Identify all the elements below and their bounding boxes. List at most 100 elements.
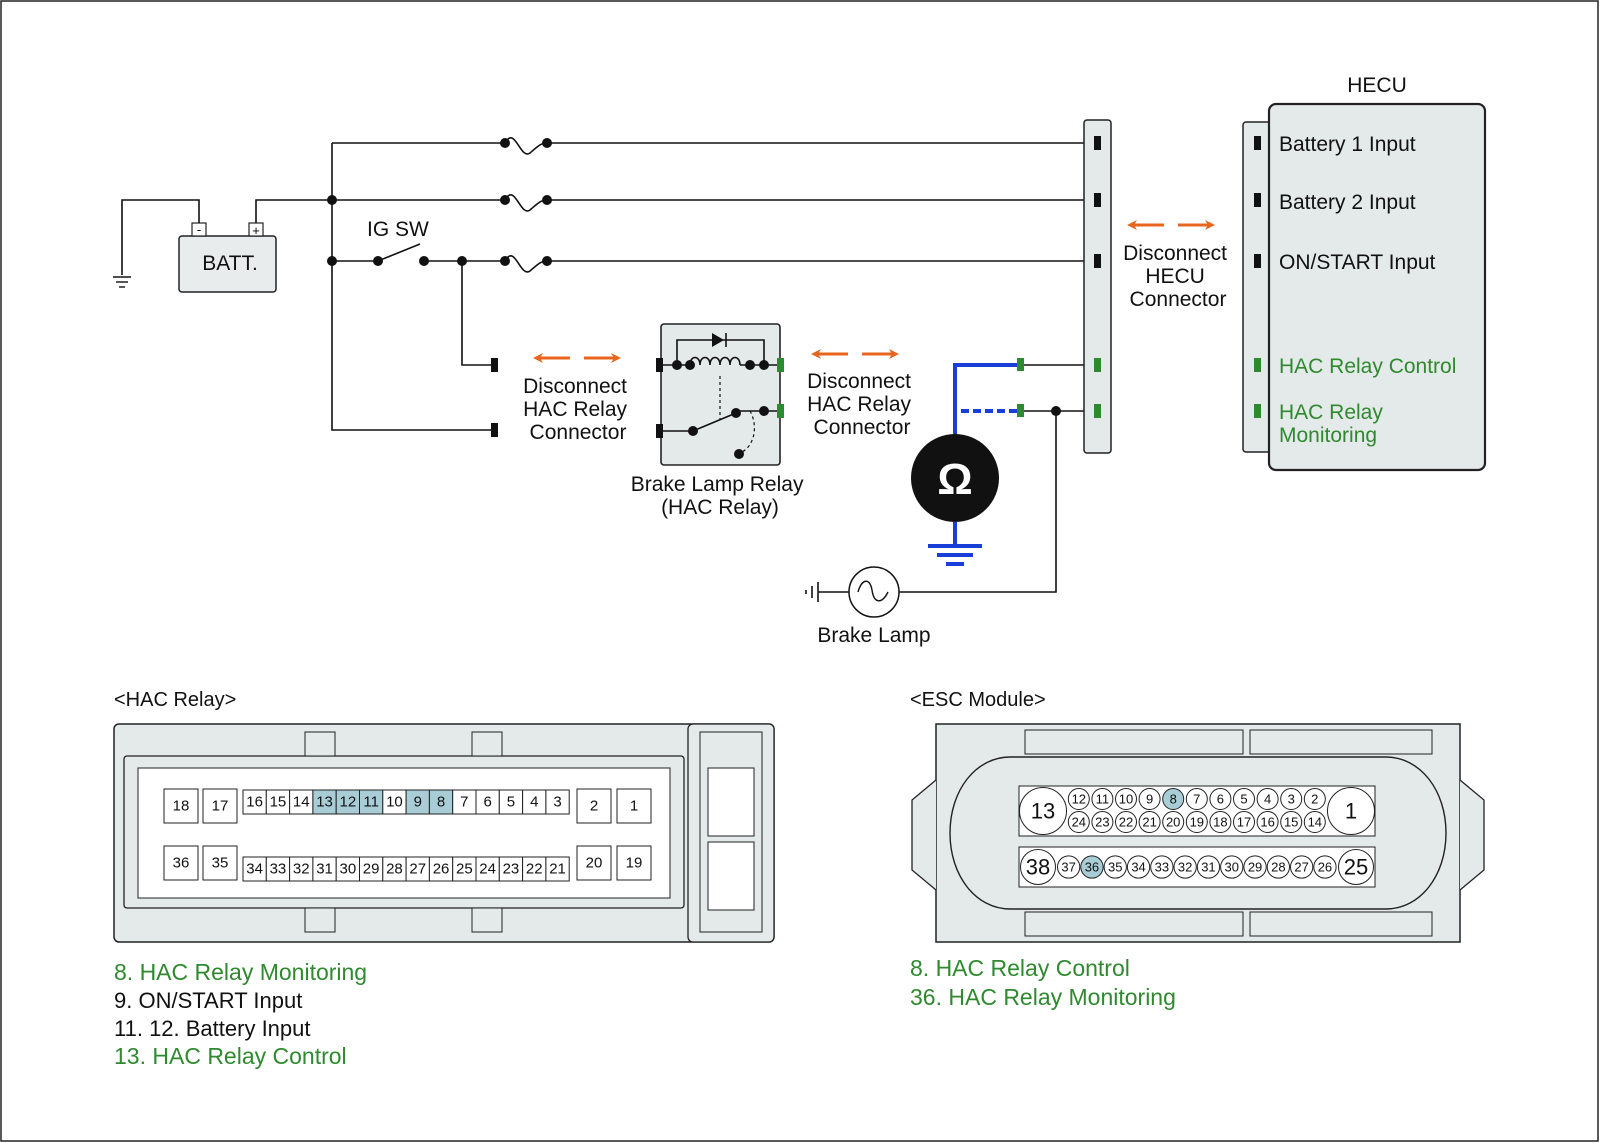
pin-number: 11 — [363, 794, 379, 811]
connector-pin: 22 — [522, 856, 547, 882]
connector-pin: 3 — [1280, 788, 1303, 810]
battery-minus-label: - — [197, 222, 201, 237]
pin-number: 24 — [1072, 815, 1086, 830]
pin-number: 26 — [433, 861, 450, 878]
pin-number: 13 — [1031, 799, 1055, 824]
pin-number: 37 — [1061, 860, 1075, 875]
connector-pin: 36 — [1080, 855, 1104, 879]
pin-number: 15 — [1284, 815, 1298, 830]
connector-pin: 20 — [1162, 811, 1185, 833]
pin-number: 3 — [553, 794, 561, 811]
connector-pin: 1 — [1327, 787, 1375, 835]
connector-pin: 28 — [1266, 855, 1290, 879]
connector-pin: 21 — [1138, 811, 1161, 833]
pin-number: 20 — [1166, 815, 1180, 830]
connector-pin: 34 — [242, 856, 267, 882]
connector-pin: 28 — [382, 856, 407, 882]
disconnect-relay-right-label: Disconnect HAC Relay Connector — [807, 370, 917, 439]
connector-pin: 13 — [312, 789, 337, 815]
hecu-pin-hac-relay-control: HAC Relay Control — [1279, 355, 1456, 378]
connector-pin: 5 — [1233, 788, 1255, 810]
pin-number: 35 — [1108, 860, 1122, 875]
connector-pin: 2 — [1303, 788, 1326, 810]
connector-pin: 31 — [312, 856, 337, 882]
disconnect-hecu-label: Disconnect HECU Connector — [1123, 242, 1233, 311]
relay-caption: Brake Lamp Relay (HAC Relay) — [631, 473, 810, 519]
connector-pin: 2 — [576, 788, 612, 824]
connector-pin: 12 — [1067, 788, 1090, 810]
connector-pin: 25 — [452, 856, 477, 882]
pin-number: 38 — [1026, 855, 1050, 880]
connector-pin: 7 — [1185, 788, 1208, 810]
ground-symbol-battery — [113, 276, 131, 288]
connector-pin: 19 — [1185, 811, 1208, 833]
pin-number: 19 — [1190, 815, 1204, 830]
connector-pin: 29 — [359, 856, 384, 882]
connector-pin: 23 — [498, 856, 524, 882]
pin-number: 16 — [246, 794, 263, 811]
pin-number: 14 — [1308, 815, 1322, 830]
pin-number: 30 — [340, 861, 357, 878]
pin-number: 23 — [1095, 815, 1109, 830]
pin-number: 27 — [1294, 860, 1308, 875]
pin-number: 13 — [316, 794, 333, 811]
connector-pin: 30 — [1220, 855, 1244, 879]
ground-symbol-meter — [928, 544, 982, 566]
hecu-pin-hac-relay-monitoring: HAC Relay Monitoring — [1279, 401, 1389, 447]
connector-pin: 24 — [1067, 811, 1090, 833]
pin-number: 18 — [1213, 815, 1227, 830]
hac-relay-notes: 8. HAC Relay Monitoring 9. ON/START Inpu… — [114, 959, 367, 1069]
pin-number: 10 — [386, 794, 403, 811]
connector-pin: 11 — [1091, 788, 1114, 810]
pin-number: 29 — [1248, 860, 1262, 875]
pin-number: 24 — [479, 861, 496, 878]
connector-pin: 25 — [1338, 849, 1374, 885]
connector-pin: 23 — [1091, 811, 1114, 833]
pin-number: 15 — [270, 794, 287, 811]
pin-number: 36 — [173, 855, 190, 872]
connector-pin: 10 — [382, 789, 407, 815]
connector-pin: 31 — [1196, 855, 1221, 879]
pin-number: 12 — [340, 794, 357, 811]
pin-number: 7 — [460, 794, 468, 811]
pin-number: 12 — [1072, 792, 1086, 807]
connector-pin: 16 — [1256, 811, 1279, 833]
connector-pin: 27 — [1290, 855, 1314, 879]
pin-number: 18 — [173, 798, 190, 815]
pin-number: 8 — [437, 794, 445, 811]
pin-number: 2 — [590, 798, 598, 815]
pin-number: 30 — [1225, 860, 1239, 875]
hecu-pin-on-start: ON/START Input — [1279, 251, 1436, 274]
schematic: - + BATT. — [113, 74, 1487, 647]
pin-number: 20 — [586, 855, 603, 872]
connector-pin: 18 — [1209, 811, 1232, 833]
connector-pin: 17 — [1233, 811, 1255, 833]
esc-note: 36. HAC Relay Monitoring — [910, 984, 1176, 1010]
ohmmeter — [911, 434, 999, 522]
connector-pin: 9 — [405, 789, 430, 815]
connector-pin: 1 — [616, 788, 652, 824]
disconnect-relay-left-label: Disconnect HAC Relay Connector — [523, 375, 633, 444]
pin-number: 21 — [1142, 815, 1156, 830]
battery-label: BATT. — [202, 252, 258, 275]
connector-pin: 30 — [335, 856, 361, 882]
pin-number: 33 — [1155, 860, 1169, 875]
connector-pin: 19 — [616, 845, 652, 881]
connector-pin: 24 — [475, 856, 500, 882]
connector-pin: 14 — [1303, 811, 1326, 833]
brake-lamp-label: Brake Lamp — [817, 624, 930, 647]
connector-pin: 6 — [475, 789, 500, 815]
hecu-title: HECU — [1347, 74, 1407, 97]
hecu-module — [1242, 102, 1487, 472]
battery-plus-label: + — [252, 223, 260, 238]
connector-pin: 15 — [1280, 811, 1303, 833]
connector-pin: 35 — [202, 845, 238, 881]
pin-number: 11 — [1096, 792, 1110, 807]
battery: - + BATT. — [178, 222, 277, 293]
connector-pin: 38 — [1020, 849, 1056, 885]
connector-pin: 11 — [359, 789, 384, 815]
connector-pin: 20 — [576, 845, 612, 881]
